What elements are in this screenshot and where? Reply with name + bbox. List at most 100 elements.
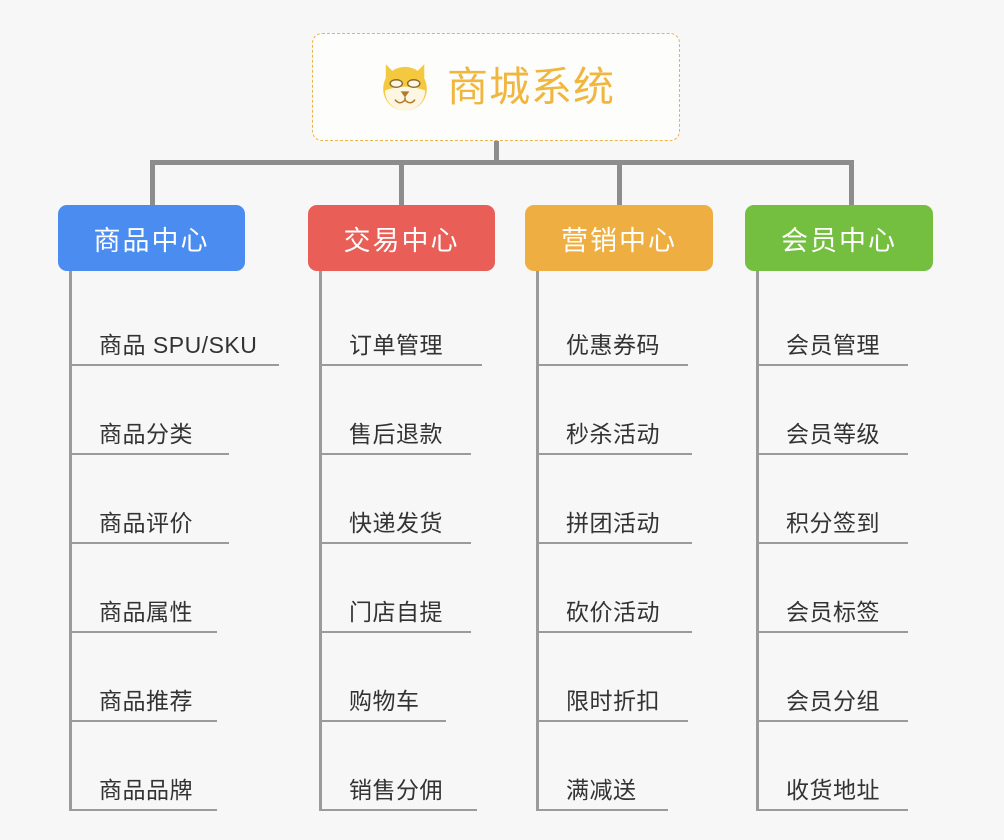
group-column-3: 营销中心 优惠券码 秒杀活动 拼团活动 砍价活动 限时折扣 bbox=[525, 205, 713, 811]
group-header-label-2: 交易中心 bbox=[343, 225, 460, 256]
root-node[interactable]: 商城系统 bbox=[312, 33, 680, 141]
leaf-label: 订单管理 bbox=[349, 332, 443, 358]
leaf-item[interactable]: 秒杀活动 bbox=[536, 366, 713, 455]
group-column-1: 商品中心 商品 SPU/SKU 商品分类 商品评价 商品属性 商品推荐 bbox=[58, 205, 279, 811]
leaf-item[interactable]: 售后退款 bbox=[319, 366, 495, 455]
leaf-item[interactable]: 积分签到 bbox=[756, 455, 933, 544]
group-header-1[interactable]: 商品中心 bbox=[58, 205, 245, 271]
leaf-rule bbox=[756, 364, 908, 366]
leaf-rule bbox=[536, 364, 688, 366]
leaf-item[interactable]: 商品 SPU/SKU bbox=[69, 277, 279, 366]
leaf-list-3: 优惠券码 秒杀活动 拼团活动 砍价活动 限时折扣 满减送 bbox=[525, 271, 713, 811]
leaf-rule bbox=[319, 631, 471, 633]
leaf-rule bbox=[756, 631, 908, 633]
leaf-rule bbox=[69, 453, 229, 455]
root-title: 商城系统 bbox=[447, 63, 615, 110]
group-header-2[interactable]: 交易中心 bbox=[308, 205, 495, 271]
leaf-item[interactable]: 商品属性 bbox=[69, 544, 245, 633]
leaf-item[interactable]: 商品分类 bbox=[69, 366, 245, 455]
leaf-rule bbox=[536, 542, 692, 544]
leaf-list-1: 商品 SPU/SKU 商品分类 商品评价 商品属性 商品推荐 商品品牌 bbox=[58, 271, 279, 811]
connector-root-stem bbox=[494, 141, 499, 163]
leaf-item[interactable]: 商品推荐 bbox=[69, 633, 245, 722]
leaf-label: 商品推荐 bbox=[99, 688, 193, 714]
leaf-rule bbox=[756, 720, 908, 722]
leaf-rule bbox=[536, 809, 668, 811]
group-column-2: 交易中心 订单管理 售后退款 快递发货 门店自提 购物车 bbox=[308, 205, 495, 811]
connector-drop-3 bbox=[617, 160, 622, 205]
leaf-item[interactable]: 优惠券码 bbox=[536, 277, 713, 366]
connector-drop-1 bbox=[150, 160, 155, 205]
leaf-rule bbox=[319, 809, 477, 811]
leaf-item[interactable]: 会员标签 bbox=[756, 544, 933, 633]
leaf-list-4: 会员管理 会员等级 积分签到 会员标签 会员分组 收货地址 bbox=[745, 271, 933, 811]
leaf-rule bbox=[319, 453, 471, 455]
leaf-list-2: 订单管理 售后退款 快递发货 门店自提 购物车 销售分佣 bbox=[308, 271, 495, 811]
leaf-rule bbox=[319, 542, 471, 544]
leaf-label: 会员分组 bbox=[786, 688, 880, 714]
group-header-label-3: 营销中心 bbox=[561, 225, 677, 256]
leaf-rule bbox=[536, 720, 688, 722]
leaf-label: 收货地址 bbox=[786, 777, 880, 803]
leaf-item[interactable]: 会员等级 bbox=[756, 366, 933, 455]
leaf-trunk-4 bbox=[756, 271, 759, 811]
leaf-trunk-2 bbox=[319, 271, 322, 811]
leaf-rule bbox=[536, 631, 692, 633]
leaf-item[interactable]: 快递发货 bbox=[319, 455, 495, 544]
leaf-label: 会员标签 bbox=[786, 599, 880, 625]
leaf-rule bbox=[756, 453, 908, 455]
leaf-trunk-3 bbox=[536, 271, 539, 811]
leaf-item[interactable]: 拼团活动 bbox=[536, 455, 713, 544]
leaf-label: 快递发货 bbox=[349, 510, 443, 536]
group-header-3[interactable]: 营销中心 bbox=[525, 205, 713, 271]
leaf-rule bbox=[69, 809, 217, 811]
leaf-item[interactable]: 商品评价 bbox=[69, 455, 245, 544]
leaf-item[interactable]: 订单管理 bbox=[319, 277, 495, 366]
leaf-rule bbox=[69, 631, 217, 633]
leaf-label: 砍价活动 bbox=[566, 599, 660, 625]
leaf-item[interactable]: 购物车 bbox=[319, 633, 495, 722]
leaf-rule bbox=[756, 542, 908, 544]
group-header-label-1: 商品中心 bbox=[93, 225, 210, 256]
leaf-rule bbox=[756, 809, 908, 811]
leaf-item[interactable]: 收货地址 bbox=[756, 722, 933, 811]
leaf-label: 优惠券码 bbox=[566, 332, 660, 358]
leaf-rule bbox=[69, 720, 217, 722]
connector-drop-4 bbox=[849, 160, 854, 205]
leaf-label: 商品评价 bbox=[99, 510, 193, 536]
leaf-label: 会员管理 bbox=[786, 332, 880, 358]
leaf-item[interactable]: 砍价活动 bbox=[536, 544, 713, 633]
leaf-item[interactable]: 门店自提 bbox=[319, 544, 495, 633]
leaf-rule bbox=[69, 364, 279, 366]
leaf-rule bbox=[69, 542, 229, 544]
leaf-item[interactable]: 会员分组 bbox=[756, 633, 933, 722]
leaf-item[interactable]: 限时折扣 bbox=[536, 633, 713, 722]
leaf-label: 销售分佣 bbox=[349, 777, 443, 803]
leaf-label: 商品 SPU/SKU bbox=[99, 332, 258, 358]
leaf-label: 购物车 bbox=[349, 688, 420, 714]
leaf-label: 商品分类 bbox=[99, 421, 193, 447]
leaf-rule bbox=[319, 720, 446, 722]
leaf-item[interactable]: 会员管理 bbox=[756, 277, 933, 366]
leaf-label: 拼团活动 bbox=[566, 510, 660, 536]
leaf-label: 商品品牌 bbox=[99, 777, 193, 803]
leaf-rule bbox=[319, 364, 482, 366]
connector-drop-2 bbox=[399, 160, 404, 205]
leaf-item[interactable]: 销售分佣 bbox=[319, 722, 495, 811]
leaf-rule bbox=[536, 453, 692, 455]
leaf-label: 门店自提 bbox=[349, 599, 443, 625]
group-column-4: 会员中心 会员管理 会员等级 积分签到 会员标签 会员分组 bbox=[745, 205, 933, 811]
shiba-dog-icon bbox=[383, 64, 427, 111]
connector-horizontal-bus bbox=[150, 160, 854, 165]
leaf-label: 秒杀活动 bbox=[566, 421, 660, 447]
leaf-label: 积分签到 bbox=[786, 510, 880, 536]
leaf-label: 会员等级 bbox=[786, 421, 880, 447]
leaf-trunk-1 bbox=[69, 271, 72, 811]
leaf-item[interactable]: 满减送 bbox=[536, 722, 713, 811]
group-header-4[interactable]: 会员中心 bbox=[745, 205, 933, 271]
group-header-label-4: 会员中心 bbox=[781, 225, 897, 256]
leaf-item[interactable]: 商品品牌 bbox=[69, 722, 245, 811]
leaf-label: 满减送 bbox=[566, 777, 637, 803]
leaf-label: 售后退款 bbox=[349, 421, 443, 447]
